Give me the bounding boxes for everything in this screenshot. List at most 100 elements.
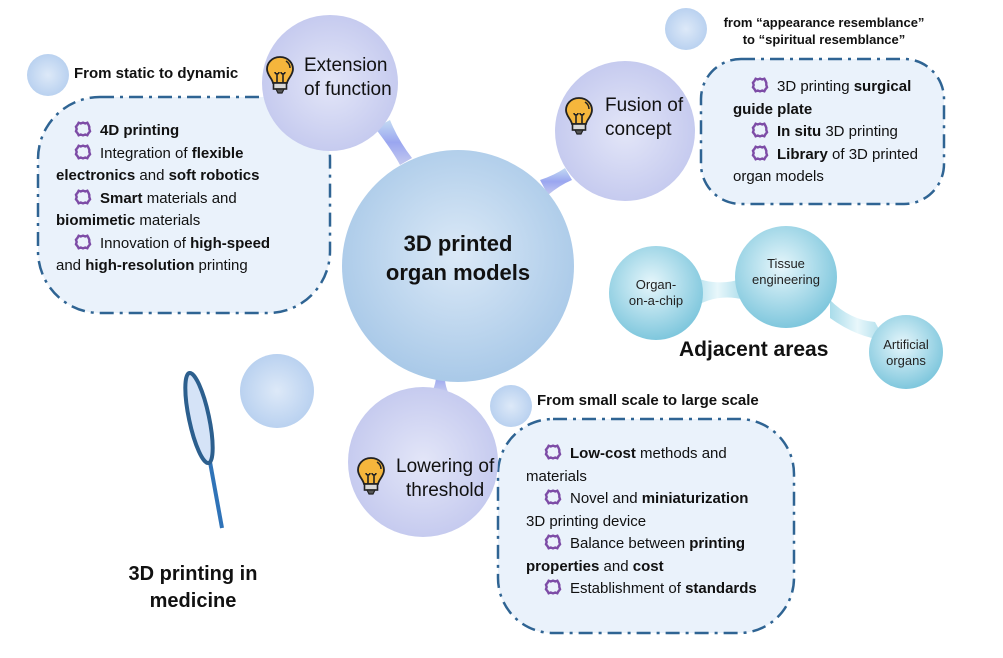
emphasis-text: In situ xyxy=(777,123,822,140)
emphasis-text: miniaturization xyxy=(641,490,749,507)
emphasis-text: properties xyxy=(526,557,600,575)
node-label-line1: Lowering of xyxy=(396,456,495,477)
panel-item: Novel and miniaturization 3D printing dev… xyxy=(526,488,791,533)
small-bubble xyxy=(27,54,69,96)
item-text: Novel and xyxy=(570,490,642,507)
emphasis-text: Low-cost xyxy=(570,445,636,462)
gear-icon xyxy=(74,143,92,161)
panel-item: Establishment of standards xyxy=(526,578,791,601)
item-text: organ models xyxy=(733,168,824,185)
bubble-fusion xyxy=(555,61,695,201)
panel-fusion xyxy=(699,57,946,206)
medicine-title-line1: 3D printing in xyxy=(128,563,258,585)
medicine-title-line2: medicine xyxy=(149,590,237,612)
item-text: materials and xyxy=(142,189,237,207)
small-bubble xyxy=(240,354,314,428)
item-text: 3D printing xyxy=(777,78,854,95)
adjacent-label-line1: Tissue xyxy=(767,256,805,271)
adjacent-label-line2: on-a-chip xyxy=(628,293,684,308)
adjacent-bubble-artificial-organs xyxy=(869,315,943,389)
adjacent-bubble-organ-on-chip xyxy=(609,246,703,340)
emphasis-text: printing xyxy=(689,535,746,552)
lightbulb-icon xyxy=(564,96,594,136)
gear-icon xyxy=(751,76,769,94)
item-text: and xyxy=(56,257,86,274)
panel-list-fusion: 3D printing surgical guide plate In situ 3… xyxy=(733,76,943,189)
small-bubble xyxy=(490,385,532,427)
emphasis-text: flexible xyxy=(191,144,244,162)
item-text: materials xyxy=(526,467,587,485)
adjacent-label-tissue-engineering: Tissue engineering xyxy=(738,256,834,288)
item-text: 3D printing device xyxy=(526,512,647,530)
gear-icon xyxy=(751,144,769,162)
emphasis-text: high-resolution xyxy=(85,257,195,274)
subtitle-line2: to “spiritual resemblance” xyxy=(742,32,906,47)
item-text: methods and xyxy=(635,445,727,462)
item-text: Integration of xyxy=(100,144,192,162)
adjacent-label-line1: Organ- xyxy=(635,277,677,292)
subtitle-fusion: from “appearance resemblance” to “spirit… xyxy=(706,14,942,48)
center-bubble xyxy=(342,150,574,382)
item-text: Balance between xyxy=(570,535,690,552)
panel-item: In situ 3D printing xyxy=(733,121,943,144)
item-text: materials xyxy=(135,212,201,229)
emphasis-text: Library xyxy=(777,145,828,163)
small-bubble xyxy=(665,8,707,50)
item-text: and xyxy=(135,167,169,184)
connector-fusion xyxy=(540,168,572,195)
emphasis-text: biomimetic xyxy=(56,212,136,229)
panel-item: Low-cost methods and materials xyxy=(526,443,791,488)
gear-icon xyxy=(74,188,92,206)
node-label-lowering: Lowering of threshold xyxy=(396,455,494,503)
emphasis-text: guide plate xyxy=(733,100,813,118)
adjacent-label-line1: Artificial xyxy=(883,337,929,352)
adjacent-label-line2: organs xyxy=(886,353,926,368)
emphasis-text: cost xyxy=(632,557,664,575)
medicine-title: 3D printing in medicine xyxy=(108,561,278,615)
bubble-extension xyxy=(262,15,398,151)
panel-lowering xyxy=(496,417,796,635)
subtitle-line1: from “appearance resemblance” xyxy=(723,15,925,30)
adjacent-connector xyxy=(690,275,745,310)
emphasis-text: standards xyxy=(685,580,757,597)
adjacent-label-artificial-organs: Artificial organs xyxy=(866,337,946,369)
adjacent-areas-title: Adjacent areas xyxy=(679,338,829,361)
panel-item: Balance between printing properties and c… xyxy=(526,533,791,578)
panel-item: 3D printing surgical guide plate xyxy=(733,76,943,121)
node-label-line1: Extension xyxy=(304,55,388,76)
gear-icon xyxy=(544,443,562,461)
emphasis-text: surgical xyxy=(853,78,912,95)
center-title: 3D printed organ models xyxy=(358,229,558,287)
emphasis-text: high-speed xyxy=(190,234,271,252)
gear-icon xyxy=(544,533,562,551)
bubble-wand-icon xyxy=(183,370,224,529)
connector-extension xyxy=(375,120,412,165)
lightbulb-icon xyxy=(265,55,295,95)
emphasis-text: soft robotics xyxy=(168,167,260,184)
item-text: Establishment of xyxy=(570,580,686,597)
gear-icon xyxy=(544,488,562,506)
subtitle-extension: From static to dynamic xyxy=(74,65,239,82)
emphasis-text: 4D printing xyxy=(100,122,180,139)
node-label-line1: Fusion of xyxy=(605,95,684,116)
node-label-line2: concept xyxy=(605,119,672,140)
item-text: of 3D printed xyxy=(827,145,918,163)
center-title-line1: 3D printed xyxy=(403,231,513,256)
panel-item: Innovation of high-speed and high-resolut… xyxy=(56,233,326,278)
item-text: and xyxy=(599,557,633,575)
panel-item: 4D printing xyxy=(56,120,326,143)
center-title-line2: organ models xyxy=(385,260,531,285)
gear-icon xyxy=(74,233,92,251)
gear-icon xyxy=(544,578,562,596)
adjacent-label-line2: engineering xyxy=(752,272,820,287)
emphasis-text: electronics xyxy=(56,167,136,184)
gear-icon xyxy=(74,120,92,138)
item-text: Innovation of xyxy=(100,234,191,252)
item-text: 3D printing xyxy=(821,123,898,140)
adjacent-label-organ-on-chip: Organ- on-a-chip xyxy=(611,277,701,309)
panel-extension xyxy=(36,95,332,315)
